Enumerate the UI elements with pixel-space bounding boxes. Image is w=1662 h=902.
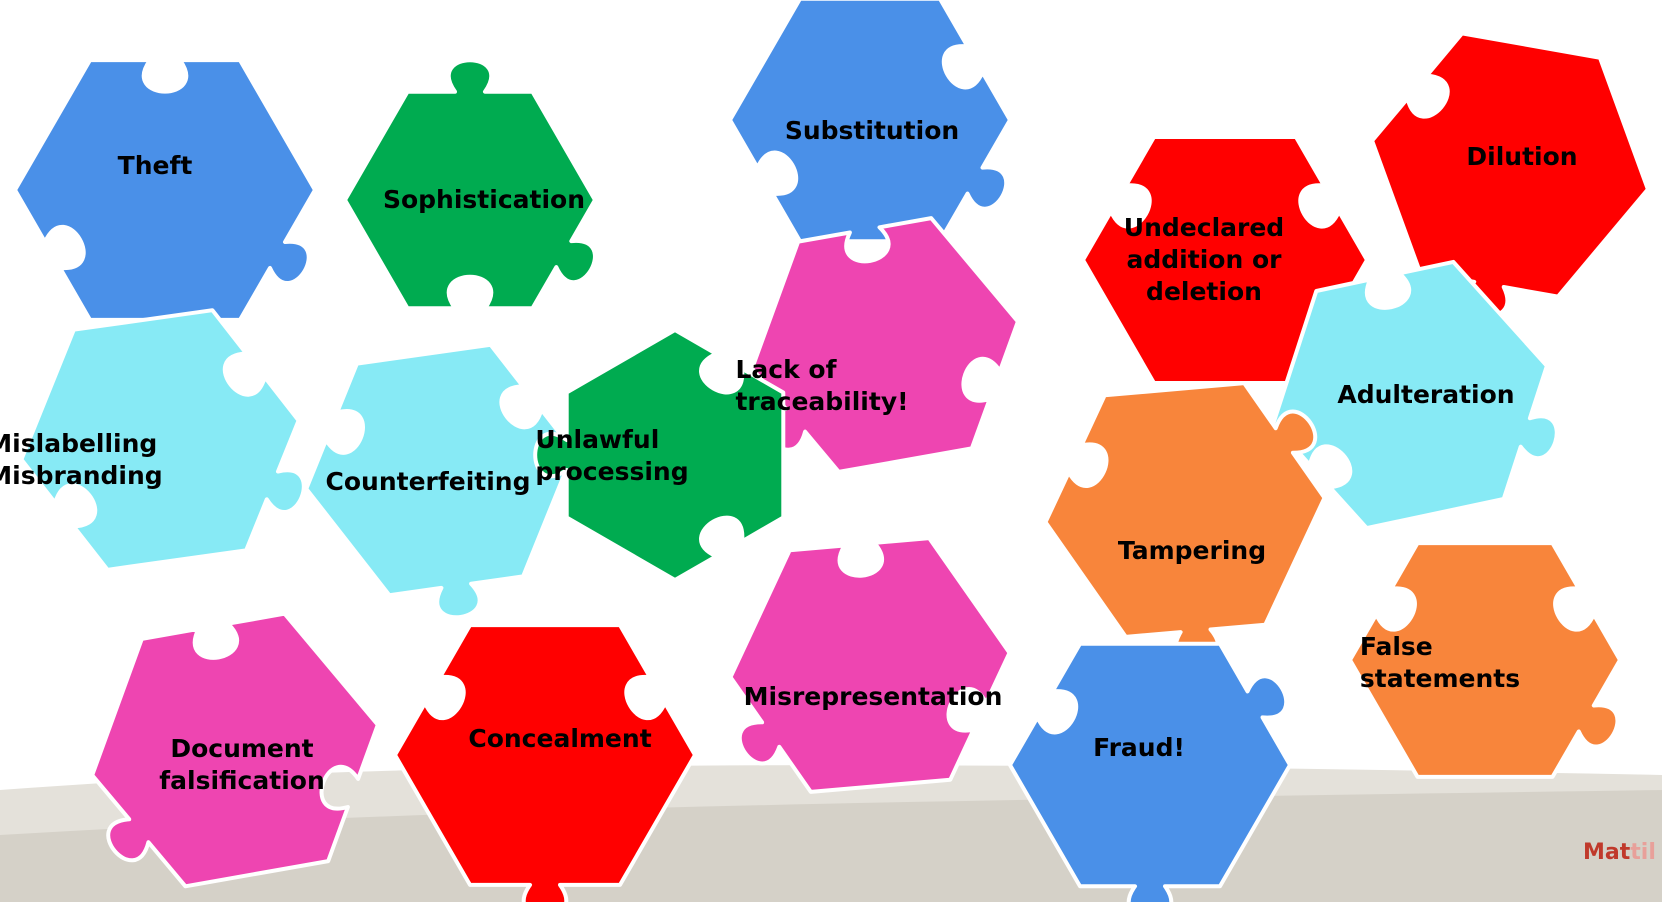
piece-label-document-falsification: Document falsification bbox=[159, 734, 325, 795]
piece-label-theft: Theft bbox=[117, 151, 193, 180]
puzzle-piece-fraud bbox=[1008, 641, 1292, 902]
piece-label-misrepresentation: Misrepresentation bbox=[743, 682, 1003, 711]
footer-text-light: til bbox=[1630, 840, 1656, 865]
piece-label-lack-of-traceability: Lack of traceability! bbox=[735, 355, 909, 416]
puzzle-piece-false-statements bbox=[1348, 541, 1622, 779]
piece-label-tampering: Tampering bbox=[1117, 536, 1267, 565]
puzzle-piece-dilution bbox=[1370, 31, 1650, 318]
puzzle-piece-lack-of-traceability bbox=[750, 216, 1020, 474]
puzzle-piece-sophistication bbox=[343, 58, 597, 311]
puzzle-piece-substitution bbox=[728, 0, 1012, 244]
piece-label-counterfeiting: Counterfeiting bbox=[325, 467, 531, 496]
puzzle-piece-theft bbox=[13, 58, 317, 322]
piece-label-fraud: Fraud! bbox=[1093, 733, 1185, 762]
puzzle-piece-unlawful-processing bbox=[533, 328, 786, 582]
piece-label-concealment: Concealment bbox=[468, 724, 652, 753]
piece-label-unlawful-processing: Unlawful processing bbox=[535, 425, 689, 486]
piece-label-substitution: Substitution bbox=[784, 116, 960, 145]
piece-label-undeclared: Undeclared addition or deletion bbox=[1123, 213, 1285, 306]
puzzle-piece-misrepresentation bbox=[728, 536, 1012, 794]
piece-label-dilution: Dilution bbox=[1466, 142, 1578, 171]
puzzle-piece-mislabelling bbox=[19, 308, 306, 572]
puzzle-piece-document-falsification bbox=[90, 611, 380, 889]
footer-logo-text: Mattil bbox=[1583, 840, 1656, 865]
puzzle-piece-adulteration bbox=[1271, 259, 1559, 531]
piece-label-adulteration: Adulteration bbox=[1337, 380, 1515, 409]
piece-label-false-statements: False statements bbox=[1359, 632, 1521, 693]
puzzle-piece-counterfeiting bbox=[304, 342, 576, 620]
puzzle-pieces bbox=[13, 0, 1650, 902]
piece-label-sophistication: Sophistication bbox=[382, 185, 586, 214]
footer-text-strong: Mat bbox=[1583, 840, 1631, 865]
puzzle-piece-concealment bbox=[393, 623, 697, 902]
piece-label-mislabelling: Mislabelling Misbranding bbox=[0, 429, 163, 490]
puzzle-piece-tampering bbox=[1043, 381, 1327, 665]
